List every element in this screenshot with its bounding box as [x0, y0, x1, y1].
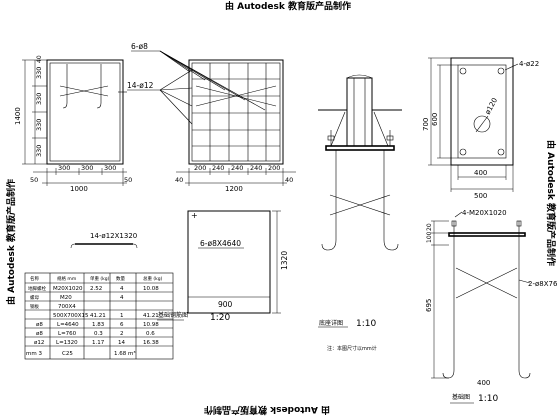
post-note: 注：本图尺寸以mm计: [327, 345, 377, 352]
dim-text: 200: [194, 164, 206, 172]
dim-text: 1400: [14, 107, 22, 125]
table-cell: ø8: [36, 331, 43, 337]
table-cell: 1: [120, 313, 124, 319]
anchor-detail: 4-M20X1020 2-ø8X76 20 100 695 400 基础图 1:…: [425, 209, 558, 404]
dim-text: 700: [422, 118, 430, 131]
dim-text: 900: [218, 300, 233, 309]
dim-text: 40: [36, 55, 43, 63]
table-header: 数量: [116, 275, 125, 282]
table-cell: 2: [120, 331, 124, 337]
plate-scale: 1:20: [210, 313, 230, 323]
dim-text: 1320: [280, 251, 289, 270]
table-cell: 0.3: [94, 331, 103, 337]
bar-detail-label: 14-ø12X1320: [90, 232, 137, 240]
dim-text: 300: [104, 164, 116, 172]
table-cell: 钢板: [30, 303, 39, 310]
dim-text: 600: [431, 113, 439, 126]
dim-text: 240: [250, 164, 262, 172]
post-scale: 1:10: [356, 319, 376, 329]
dim-text: 330: [35, 67, 43, 79]
table-header: 单重 (kg): [90, 275, 110, 282]
dim-text: 240: [212, 164, 224, 172]
table-cell: M20X1020: [53, 286, 83, 292]
table-cell: 16.38: [143, 340, 159, 346]
bar-label: 2-ø8X76: [528, 280, 558, 288]
table-cell: L=760: [58, 331, 77, 337]
dim-text: 200: [268, 164, 280, 172]
table-cell: 1.68 m³: [114, 350, 136, 357]
rebar-leaders: 6-ø8 14-ø12: [118, 42, 266, 125]
rebar-label-a: 6-ø8: [131, 42, 148, 51]
dim-text: 695: [425, 299, 433, 312]
table-cell: 地脚螺栓: [28, 285, 46, 292]
table-cell: 1.83: [92, 322, 105, 328]
table-cell: L=1320: [56, 340, 78, 346]
table-cell: ø8: [36, 322, 43, 328]
hole-dim: ø120: [484, 97, 499, 116]
plate-label: 6-ø8X4640: [200, 239, 241, 248]
dim-text: 40: [175, 176, 183, 184]
dim-text: 20: [426, 223, 433, 231]
table-cell: 0.6: [146, 331, 155, 337]
table-cell: 10.08: [143, 286, 159, 292]
table-cell: 1.17: [92, 340, 105, 346]
watermark-top: 由 Autodesk 教育版产品制作: [225, 0, 351, 12]
table-cell: 41.21: [90, 313, 106, 319]
table-cell: 4: [120, 295, 124, 301]
table-cell: 螺母: [30, 294, 39, 301]
dim-text: 330: [35, 145, 43, 157]
table-header: 规格 mm: [57, 275, 76, 282]
anchor-caption: 基础图: [452, 393, 470, 401]
table-header: 总重 (kg): [143, 275, 163, 282]
svg-text:+: +: [191, 211, 198, 220]
dim-text: 40: [285, 176, 293, 184]
bolt-label: 4-M20X1020: [462, 209, 507, 217]
watermark-bottom: 由 Autodesk 教育版产品制作: [204, 404, 330, 416]
table-cell: M20: [60, 295, 72, 301]
dim-text: 400: [477, 379, 490, 387]
table-cell: L=4640: [57, 322, 79, 328]
watermark-left: 由 Autodesk 教育版产品制作: [5, 179, 17, 305]
table-cell: 4: [120, 286, 124, 292]
table-cell: 2.52: [90, 286, 102, 292]
hole-label: 4-ø22: [519, 60, 539, 68]
dim-text: 50: [30, 176, 38, 184]
table-footer: mm 3: [26, 351, 42, 357]
dim-text: 330: [35, 93, 43, 105]
dim-text: 100: [426, 231, 433, 243]
dim-text: 330: [35, 119, 43, 131]
table-cell: 41.21: [143, 313, 159, 319]
rebar-label-b: 14-ø12: [127, 81, 154, 90]
table-cell: C25: [62, 351, 73, 357]
table-cell: 6: [120, 322, 124, 328]
elevation-2: 40 200 240 240 240 200 40 1200: [175, 59, 296, 193]
dim-text: 300: [58, 164, 70, 172]
base-plate-plan: ø120 4-ø22 700 600 400 500: [422, 57, 539, 200]
dim-text: 240: [231, 164, 243, 172]
table-cell: 10.98: [143, 322, 159, 328]
plate-detail: + 6-ø8X4640 1320 900 基础钢筋图 1:20: [157, 210, 289, 323]
material-table: 名称 规格 mm 单重 (kg) 数量 总重 (kg) 地脚螺栓 M20X102…: [24, 272, 174, 360]
table-cell: 700X4: [58, 304, 76, 310]
dim-text: 300: [81, 164, 93, 172]
dim-text: 1000: [70, 185, 88, 193]
post-caption: 底座详图: [319, 319, 343, 327]
elevation-1: 40 330 330 330 330 1400 50 300 300 300 5…: [14, 55, 132, 193]
anchor-scale: 1:10: [478, 394, 498, 404]
table-cell: 14: [118, 340, 125, 346]
dim-text: 400: [474, 169, 487, 177]
dim-text: 500: [474, 192, 487, 200]
table-cell: 500X700X15: [53, 313, 89, 319]
table-header: 名称: [30, 275, 39, 282]
bar-detail: 14-ø12X1320: [70, 232, 138, 249]
dim-text: 1200: [225, 185, 243, 193]
post-detail: 底座详图 1:10 注：本图尺寸以mm计: [318, 74, 402, 352]
watermark-right: 由 Autodesk 教育版产品制作: [545, 140, 557, 266]
table-cell: ø12: [34, 340, 44, 346]
dim-text: 50: [124, 176, 132, 184]
